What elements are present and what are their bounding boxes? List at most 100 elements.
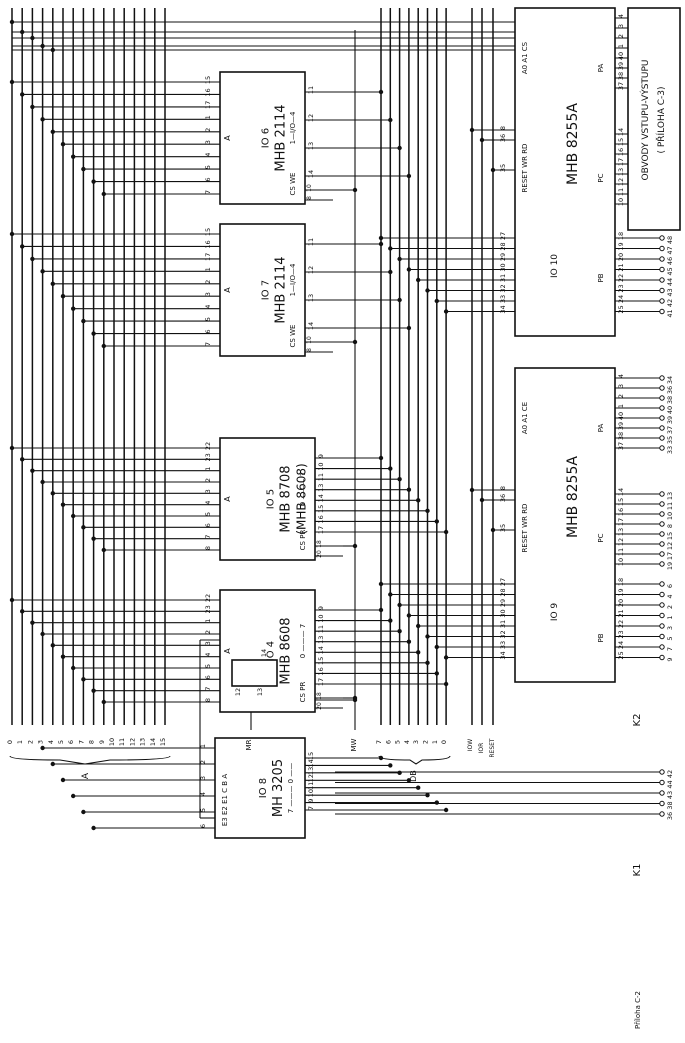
db-bus-label: DB	[409, 770, 418, 782]
addr-junction	[81, 525, 86, 530]
mw-label: MW	[350, 738, 358, 751]
addr-junction	[60, 294, 66, 299]
pb-pin: 19	[617, 588, 625, 596]
a-bit-label: 8	[88, 740, 96, 744]
a-bit-label: 13	[139, 738, 147, 746]
a-bit-label: 11	[118, 738, 126, 746]
ctrl-pin: 10	[306, 336, 313, 344]
addr-junction	[9, 597, 15, 603]
data-junction	[378, 89, 384, 95]
ppi-io9	[514, 367, 616, 683]
ppi-data-pin: 32	[499, 630, 507, 638]
io8-terminal	[659, 811, 665, 817]
data-junction	[397, 145, 402, 151]
pb-out-number: 48	[666, 236, 674, 244]
pin-number: 4	[204, 653, 212, 657]
data-junction	[425, 792, 430, 798]
pc-terminal	[659, 491, 665, 497]
ppi-ctrl-label: A0 A1 CS	[521, 41, 529, 74]
data-label: 1—I/O—4	[289, 111, 297, 144]
ppi-data-pin: 33	[499, 295, 507, 303]
ppi-ctrl-junction	[469, 127, 475, 133]
addr-junction	[50, 643, 55, 648]
pb-out-number: 4	[666, 594, 674, 598]
pin-number: 9	[307, 799, 315, 803]
io8-out-number: 38	[666, 801, 674, 809]
ior-label: IOR	[478, 743, 485, 754]
data-junction	[397, 476, 402, 482]
pb-out-number: 5	[666, 636, 674, 640]
pin-number: 16	[317, 515, 325, 523]
pin-number: 11	[307, 86, 315, 94]
ppi-data-junction	[416, 623, 421, 629]
inputs-label: E3 E2 E1 C B A	[221, 774, 229, 826]
addr-junction	[71, 665, 76, 671]
addr-junction	[30, 620, 35, 625]
pin-number: 1	[204, 267, 212, 271]
iow-label: IOW	[467, 739, 474, 751]
ppi-data-pin: 34	[499, 305, 507, 313]
io8-terminal	[659, 790, 665, 796]
pin-number: 11	[307, 238, 315, 246]
top-junction	[9, 19, 15, 25]
data-junction	[388, 117, 393, 123]
pc-pin: 15	[617, 138, 625, 146]
pc-terminal	[659, 531, 665, 537]
pa-terminal	[659, 395, 665, 401]
pb-out-number: 43	[666, 288, 674, 296]
addr-junction	[40, 117, 45, 122]
pa-pin: 4	[617, 14, 625, 18]
ppi-ctrl-pin: 36	[499, 134, 507, 142]
reset-label: RESET	[489, 738, 496, 758]
pb-out-number: 7	[666, 647, 674, 651]
a-bit-label: 10	[108, 738, 116, 746]
wire-layer	[9, 8, 665, 831]
ppi-data-pin: 29	[499, 253, 507, 261]
pa-terminal	[659, 445, 665, 451]
pin-number: 17	[317, 526, 325, 534]
pc-label: PC	[597, 533, 605, 542]
pin-number: 7	[204, 687, 212, 691]
ppi-io10	[514, 7, 616, 337]
a-bit-label: 5	[57, 740, 65, 744]
pb-out-number: 42	[666, 299, 674, 307]
ppi-data-junction	[416, 277, 421, 283]
pin-number: 6	[199, 824, 207, 828]
addr-junction	[101, 699, 107, 705]
pa-label: PA	[597, 64, 605, 73]
pb-terminal	[659, 266, 665, 273]
ppi-type: MHB 8255A	[565, 103, 581, 185]
pa-terminal	[659, 415, 665, 421]
chip-id: IO 5	[266, 489, 277, 509]
data-label: 0 ——— 7	[299, 472, 307, 506]
ppi-data-junction	[443, 655, 449, 660]
pa-pin: 39	[617, 62, 625, 70]
chip-type: MH 3205	[271, 759, 286, 817]
ppi-data-pin: 29	[499, 599, 507, 607]
pb-pin: 18	[617, 578, 625, 586]
pin-number: 15	[317, 657, 325, 665]
ppi-ctrl-junction	[469, 487, 475, 493]
pb-terminal	[659, 256, 665, 262]
pin-number: 22	[204, 594, 212, 602]
ppi-data-pin: 31	[499, 620, 507, 628]
pb-terminal	[659, 277, 665, 283]
data-junction	[443, 681, 449, 687]
data-junction	[443, 529, 449, 535]
addr-junction	[81, 809, 86, 815]
k1-label: K1	[632, 864, 643, 877]
pc-pin: 11	[617, 188, 625, 196]
data-junction	[388, 618, 393, 623]
pa-pin: 37	[617, 442, 625, 450]
pc-pin: 14	[617, 488, 625, 496]
ctrl-label: CS WE	[289, 325, 297, 348]
pin-number: 23	[204, 453, 212, 461]
pa-out-number: 37	[666, 426, 674, 434]
pb-out-number: 9	[666, 657, 674, 661]
addr-junction	[50, 761, 55, 767]
pin-number: 11	[317, 473, 325, 481]
pa-out-number: 35	[666, 436, 674, 444]
data-junction	[388, 763, 393, 768]
addr-junction	[30, 104, 35, 110]
pb-pin: 24	[617, 295, 625, 303]
